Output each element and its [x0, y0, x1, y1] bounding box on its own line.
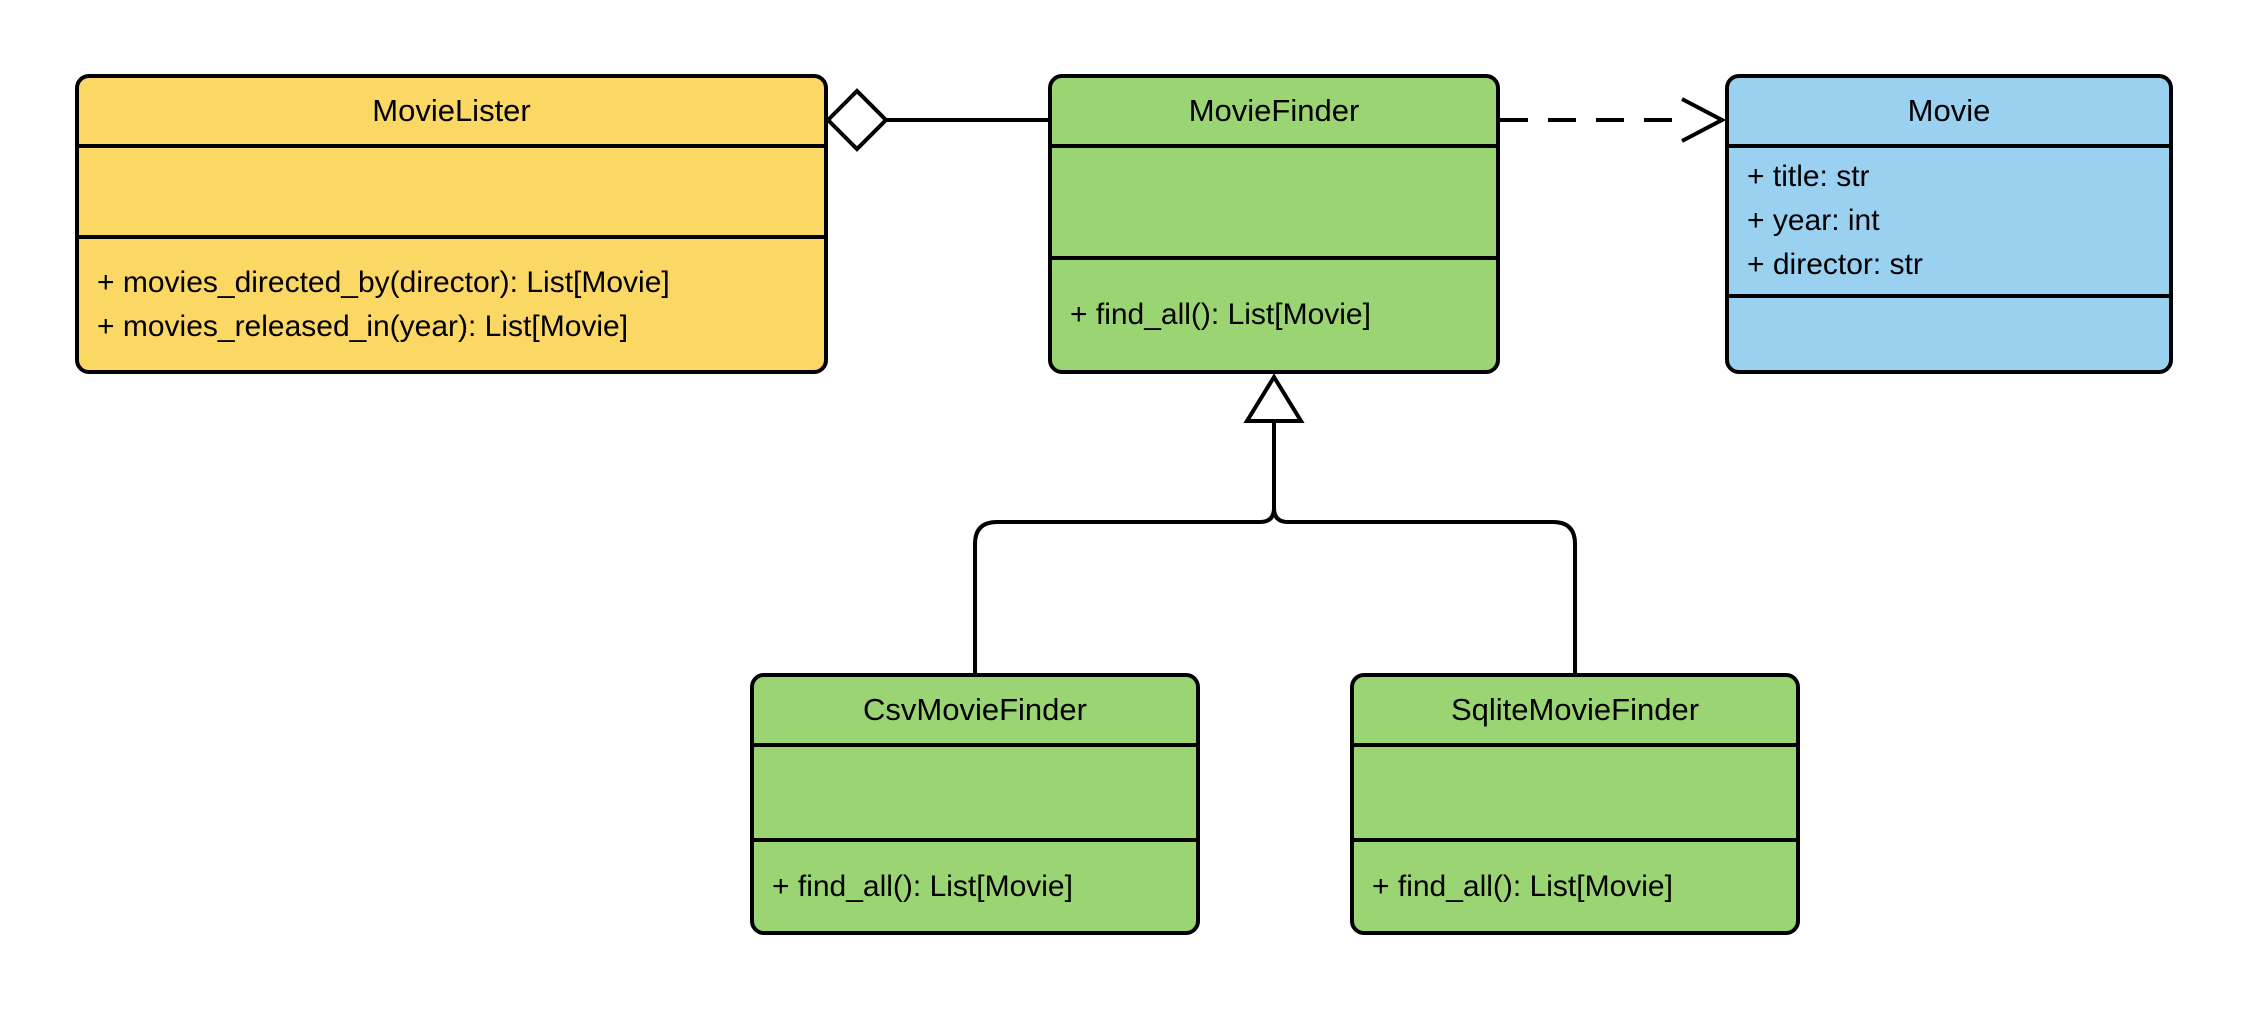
class-csvmoviefinder[interactable]: CsvMovieFinder + find_all(): List[Movie]	[750, 673, 1200, 935]
class-movie-methods-section	[1729, 294, 2169, 370]
class-movielister-methods-section: + movies_directed_by(director): List[Mov…	[79, 235, 824, 370]
method-find-all: + find_all(): List[Movie]	[1372, 869, 1673, 903]
class-sqlitemoviefinder-methods-section: + find_all(): List[Movie]	[1354, 838, 1796, 931]
class-csvmoviefinder-methods-section: + find_all(): List[Movie]	[754, 838, 1196, 931]
class-movie-attributes-section: + title: str + year: int + director: str	[1729, 144, 2169, 294]
attribute-director: + director: str	[1747, 248, 1923, 281]
generalization-edge-subclasses-moviefinder[interactable]	[973, 373, 1577, 673]
class-csvmoviefinder-title: CsvMovieFinder	[863, 692, 1087, 727]
class-movielister-attributes-section	[79, 144, 824, 235]
class-moviefinder-title: MovieFinder	[1188, 93, 1360, 128]
generalization-triangle-icon	[1243, 373, 1305, 423]
class-movie[interactable]: Movie + title: str + year: int + directo…	[1725, 74, 2173, 374]
aggregation-diamond-icon	[825, 88, 889, 152]
dependency-open-arrow-icon	[1681, 97, 1727, 143]
method-find-all: + find_all(): List[Movie]	[772, 869, 1073, 903]
class-sqlitemoviefinder-attributes-section	[1354, 743, 1796, 838]
class-moviefinder[interactable]: MovieFinder + find_all(): List[Movie]	[1048, 74, 1500, 374]
class-movie-title: Movie	[1907, 93, 1991, 128]
class-moviefinder-methods-section: + find_all(): List[Movie]	[1052, 256, 1496, 370]
class-movielister-title: MovieLister	[372, 93, 531, 128]
class-sqlitemoviefinder[interactable]: SqliteMovieFinder + find_all(): List[Mov…	[1350, 673, 1800, 935]
generalization-branch-right	[1272, 507, 1577, 673]
class-moviefinder-attributes-section	[1052, 144, 1496, 256]
method-movies-directed-by: + movies_directed_by(director): List[Mov…	[97, 265, 670, 299]
attribute-year: + year: int	[1747, 204, 1880, 237]
method-find-all: + find_all(): List[Movie]	[1070, 298, 1371, 331]
aggregation-edge-movielister-moviefinder[interactable]	[825, 88, 1048, 152]
class-movielister[interactable]: MovieLister + movies_directed_by(directo…	[75, 74, 828, 374]
class-sqlitemoviefinder-title: SqliteMovieFinder	[1450, 692, 1700, 727]
dependency-edge-moviefinder-movie[interactable]	[1500, 97, 1727, 143]
method-movies-released-in: + movies_released_in(year): List[Movie]	[97, 309, 629, 343]
generalization-branch-left	[973, 507, 1276, 673]
attribute-title: + title: str	[1747, 160, 1870, 193]
class-csvmoviefinder-attributes-section	[754, 743, 1196, 838]
